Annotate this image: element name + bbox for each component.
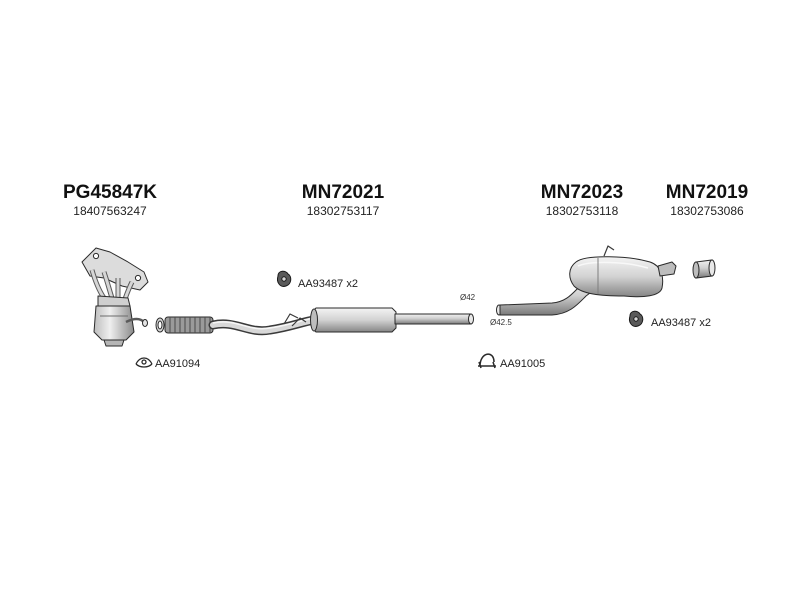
part-code-manifold: PG45847K bbox=[62, 182, 158, 203]
clamp-icon bbox=[478, 353, 496, 369]
part-ref-front-pipe: 18302753117 bbox=[306, 204, 380, 218]
rubber-mount-icon bbox=[277, 270, 292, 287]
rubber-mount-rear-icon bbox=[629, 310, 644, 327]
front-pipe-icon bbox=[155, 307, 474, 336]
accessory-label-rubber-mount-front: AA93487 x2 bbox=[298, 278, 358, 290]
tail-pipe-icon bbox=[692, 259, 716, 279]
exhaust-manifold-icon bbox=[81, 247, 149, 347]
accessory-label-rubber-mount-rear: AA93487 x2 bbox=[651, 317, 711, 329]
part-code-tail-pipe: MN72019 bbox=[665, 182, 749, 203]
dimension-label-diameter-42-5: Ø42.5 bbox=[490, 318, 512, 327]
accessory-label-gasket-manifold: AA91094 bbox=[155, 358, 201, 370]
rear-silencer-icon bbox=[496, 245, 677, 316]
gasket-icon bbox=[135, 357, 153, 368]
dimension-label-diameter-42: Ø42 bbox=[460, 293, 476, 302]
part-ref-tail-pipe: 18302753086 bbox=[670, 204, 744, 218]
part-code-front-pipe: MN72021 bbox=[301, 182, 385, 203]
part-ref-rear-silencer: 18302753118 bbox=[545, 204, 619, 218]
part-code-rear-silencer: MN72023 bbox=[540, 182, 624, 203]
accessory-label-clamp: AA91005 bbox=[500, 358, 546, 370]
part-ref-manifold: 18407563247 bbox=[73, 204, 147, 218]
